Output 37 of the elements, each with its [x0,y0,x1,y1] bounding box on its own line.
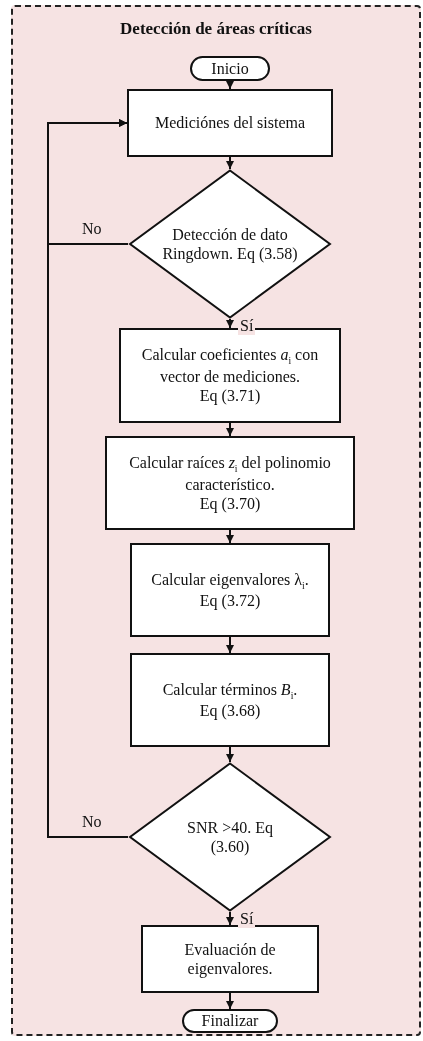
node-text: Evaluación de eigenvalores. [183,939,277,979]
node-text: Eq (3.71) [199,386,261,406]
edge-label: Sí [238,910,256,928]
node-text: Eq (3.70) [199,493,261,514]
decision-diamond [128,169,332,319]
edge-label: Sí [238,317,256,335]
process-panel [11,5,421,1036]
panel-title: Detección de áreas críticas [120,19,312,40]
process-box [141,925,319,993]
process-box [105,436,355,530]
decision-text: SNR >40. Eq (3.60) [186,817,274,857]
arrow [226,636,234,654]
node-text: Finalizar [201,1011,259,1031]
arrow [47,119,129,838]
arrow [226,318,234,329]
decision-diamond [128,762,332,912]
node-text: Eq (3.72) [199,591,261,611]
terminal-box [182,1009,278,1033]
node-text: Eq (3.68) [199,701,261,721]
node-text: Calcular eigenvalores λ$_{i}$. [151,569,309,592]
process-box [130,653,330,747]
node-text: Inicio [211,58,249,79]
node-text: Mediciónes del sistema [154,113,306,133]
arrow [226,422,234,437]
terminal-box [190,56,270,81]
decision-text: Detección de dato Ringdown. Eq (3.58) [161,224,299,264]
arrow [226,529,234,544]
arrow [226,156,234,170]
node-text: Calcular términos B$_{i}$. [162,679,298,702]
arrow [226,746,234,763]
node-text: Calcular raíces z$_{i}$ del polinomio característico. [128,452,332,494]
arrow [226,992,234,1010]
node-text: Calcular coeficientes a$_{i}$ con vector de mediciones. [140,345,320,387]
process-box [127,89,333,157]
process-box [130,543,330,637]
arrow [226,911,234,926]
arrow [226,80,234,90]
